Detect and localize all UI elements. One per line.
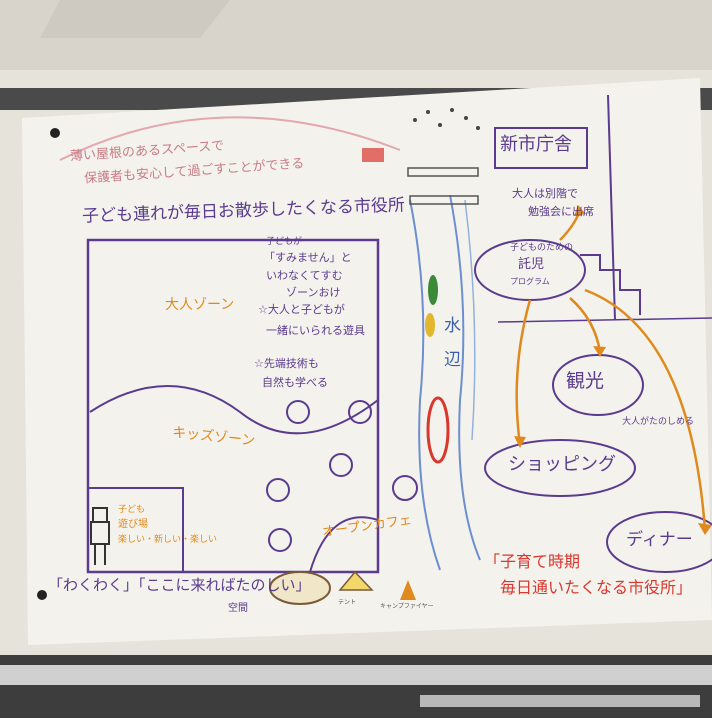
paper-sheet (22, 78, 712, 645)
orange-arrowheads (514, 205, 712, 535)
boat-yellow (425, 313, 435, 337)
river-label-1: 水 (444, 316, 461, 336)
river-line-right (449, 194, 481, 561)
crowd-sketch (413, 108, 480, 130)
orange-arrows (515, 209, 707, 531)
roof-arc (59, 116, 401, 161)
round-pit (269, 571, 331, 605)
bridge-top (407, 167, 479, 177)
shopping-label: ショッピング (508, 454, 616, 475)
note-3: いわなくてすむ (266, 269, 343, 282)
campfire-icon (400, 580, 416, 600)
marker-tray (0, 665, 712, 685)
sightseeing-circle (552, 354, 644, 416)
parent-child-circles (266, 400, 418, 552)
red-slogan-1: 「子育て時期 (484, 552, 581, 571)
childcare-2: 託児 (518, 257, 545, 272)
boat-green (428, 275, 438, 305)
tent-icon (338, 570, 374, 591)
floor-line (497, 317, 712, 323)
building-label: 新市庁舎 (500, 134, 572, 155)
stairs (580, 254, 641, 315)
sightseeing-label: 観光 (566, 370, 605, 392)
note-6: 一緒にいられる遊具 (266, 324, 365, 337)
kids-zone-border (89, 385, 379, 435)
building-wall (607, 94, 616, 321)
note-2: 「すみません」と (264, 251, 352, 264)
adults-note-2: 勉強会に出席 (528, 205, 594, 218)
note-4: ゾーンおけ (286, 286, 341, 299)
boat-red (426, 396, 450, 464)
shopping-circle (484, 439, 636, 497)
adult-zone-label: 大人ゾーン (165, 297, 235, 313)
tent-label: テント (338, 599, 357, 606)
fire-label: キャンプファイヤー (380, 603, 434, 610)
dinner-circle (606, 511, 712, 573)
childcare-1: 子どものための (510, 243, 574, 253)
robot-text-1: 子ども (118, 505, 146, 515)
dinner-label: ディナー (626, 530, 693, 550)
building-box (494, 127, 588, 169)
bottom-space: 空間 (228, 603, 248, 614)
robot-box (87, 487, 184, 573)
childcare-3: プログラム (510, 277, 550, 286)
note-8: 自然も学べる (262, 376, 328, 389)
robot-text-3: 楽しい・新しい・楽しい (118, 535, 218, 545)
adults-note-1: 大人は別階で (512, 187, 578, 200)
river-ripple (464, 199, 476, 441)
note-1: 子どもが (266, 237, 303, 247)
red-slogan-2: 毎日通いたくなる市役所」 (500, 578, 693, 597)
red-sign (362, 148, 384, 162)
robot-icon (90, 507, 110, 565)
river-line-left (409, 199, 441, 571)
magnet-bottom-left (37, 590, 47, 600)
whiteboard-bottom-frame (0, 655, 712, 718)
bottom-slogan: 「わくわく」「ここに来ればたのしい」 (48, 576, 311, 594)
park-area-outline (86, 238, 380, 574)
tray-sticker (420, 695, 700, 707)
magnet-top-left (50, 128, 60, 138)
cafe-arc (309, 516, 379, 573)
note-5: ☆大人と子どもが (258, 303, 345, 316)
adults-enjoy: 大人がたのしめる (622, 417, 695, 427)
note-7: ☆先端技術も (254, 357, 319, 370)
robot-text-2: 遊び場 (118, 519, 148, 530)
river-label-2: 辺 (444, 350, 461, 370)
ceiling-panel (40, 0, 230, 38)
bridge-lower (409, 195, 479, 205)
